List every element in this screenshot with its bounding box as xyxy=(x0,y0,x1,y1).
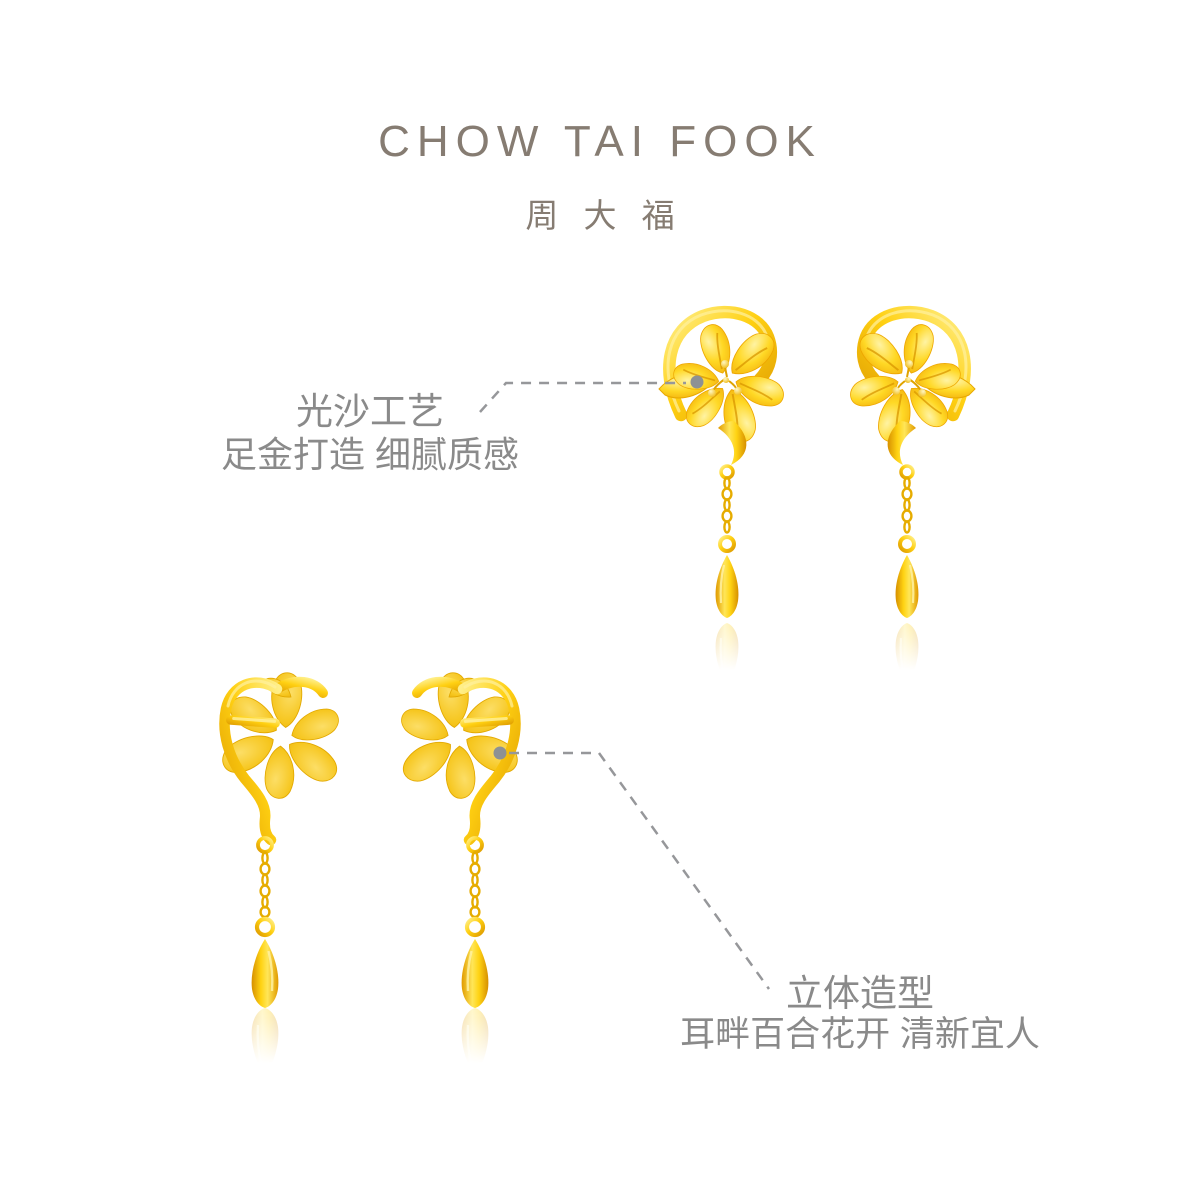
earring-front-right xyxy=(849,311,975,618)
leader-dot-shape-icon xyxy=(493,746,507,760)
callout-craft-title: 光沙工艺 xyxy=(296,391,444,432)
earring-back-left xyxy=(218,670,342,1008)
callout-craft: 光沙工艺 足金打造 细腻质感 xyxy=(140,390,600,476)
earring-front-left xyxy=(659,311,785,618)
brand-logo-text-chinese: 周 大 福 xyxy=(525,197,683,234)
leader-dot-craft-icon xyxy=(690,375,704,389)
callout-shape-subtitle: 耳畔百合花开 清新宜人 xyxy=(680,1015,1040,1054)
reflection-fade-bottom xyxy=(180,1012,520,1182)
leader-line-craft xyxy=(479,381,686,413)
callout-craft-subtitle: 足金打造 细腻质感 xyxy=(220,434,519,475)
brand-logo-text: CHOW TAI FOOK xyxy=(378,117,822,166)
reflection-fade-top xyxy=(640,622,980,782)
earring-back-right xyxy=(398,670,522,1008)
leader-line-shape xyxy=(509,751,771,990)
callout-shape-title: 立体造型 xyxy=(786,973,934,1014)
callout-shape: 立体造型 耳畔百合花开 清新宜人 xyxy=(640,974,1080,1055)
